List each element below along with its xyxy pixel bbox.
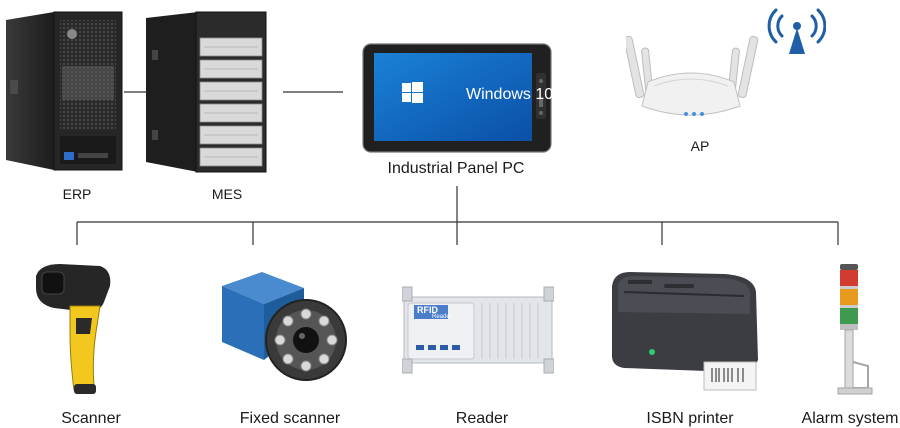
tower-server-icon	[6, 10, 126, 175]
fixed-scanner-icon	[218, 268, 348, 393]
rfid-badge-text: RFID	[417, 305, 438, 315]
fixed-scanner-label: Fixed scanner	[239, 410, 341, 427]
erp-label: ERP	[62, 186, 92, 202]
rfid-badge-sub: Reader	[432, 314, 452, 320]
rfid-reader-icon	[402, 283, 554, 375]
alarm-system-label: Alarm system	[801, 410, 899, 427]
panel-screen-text: Windows 10	[466, 86, 554, 103]
reader-label: Reader	[455, 410, 509, 427]
handheld-scanner-icon	[30, 262, 130, 397]
panel-pc-icon	[362, 43, 554, 155]
panel-pc-label: Industrial Panel PC	[387, 160, 525, 177]
ap-label: AP	[690, 138, 710, 154]
windows-logo-icon	[402, 82, 423, 103]
mes-label: MES	[211, 186, 243, 202]
rack-server-icon	[146, 10, 270, 175]
scanner-label: Scanner	[61, 410, 121, 427]
wifi-signal-icon	[767, 8, 826, 44]
signal-tower-icon	[830, 262, 876, 402]
printer-label: ISBN printer	[646, 410, 734, 427]
wireless-access-point-icon	[626, 2, 826, 127]
label-printer-icon	[604, 266, 764, 396]
